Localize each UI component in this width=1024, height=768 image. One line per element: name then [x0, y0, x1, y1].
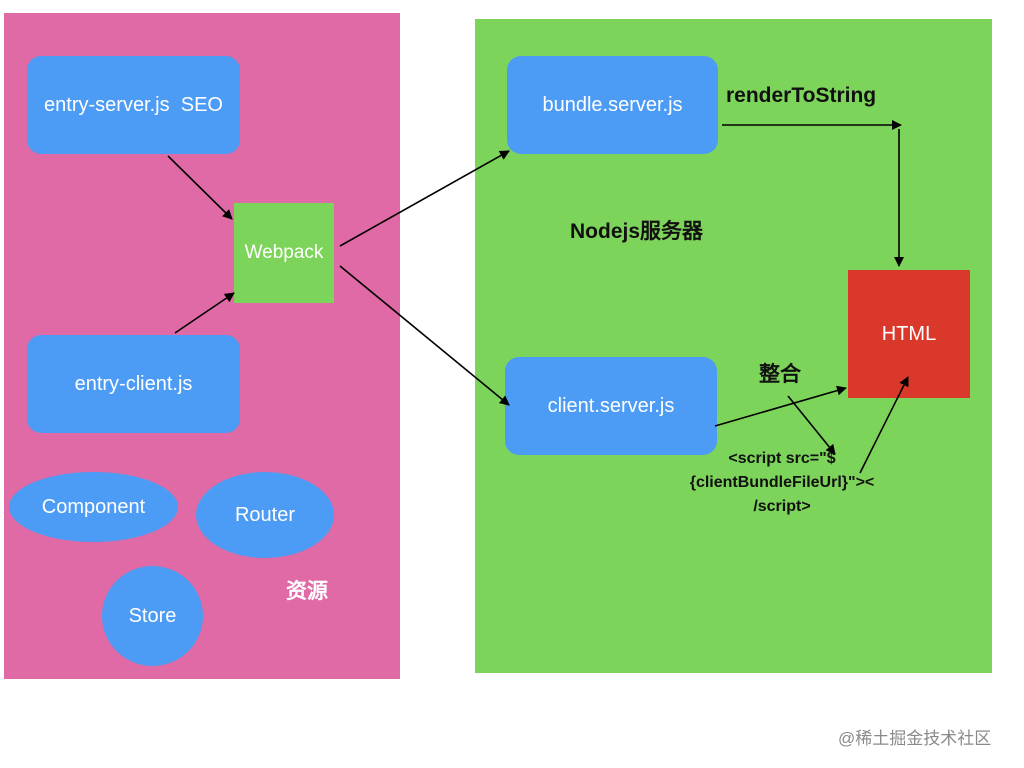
store-label: Store — [128, 604, 177, 627]
component-label: Component — [41, 495, 146, 518]
webpack-label: Webpack — [244, 242, 324, 263]
router-label: Router — [234, 503, 296, 526]
arrow-client-server-to-html — [714, 385, 847, 427]
component-node: Component — [9, 472, 178, 542]
script-tag-line: {clientBundleFileUrl}">< — [689, 474, 875, 491]
watermark: @稀土掘金技术社区 — [838, 729, 992, 748]
arrow-webpack-to-client-server — [339, 265, 510, 406]
script-tag-line: /script> — [753, 498, 811, 515]
bundle-server-label: bundle.server.js — [542, 93, 683, 116]
resources-label: 资源 — [286, 580, 328, 603]
arrow-integrate-to-script — [787, 395, 836, 455]
entry-client-label: entry-client.js — [74, 372, 193, 395]
arrow-script-to-html — [859, 376, 909, 474]
client-server-label: client.server.js — [547, 394, 675, 417]
render-to-string-label: renderToString — [726, 84, 877, 107]
script-tag-text: <script src="$ {clientBundleFileUrl}">< … — [662, 447, 902, 519]
entry-server-label: entry-server.js SEO — [44, 93, 223, 116]
integrate-label: 整合 — [759, 363, 801, 386]
arrow-entry-server-to-webpack — [167, 155, 233, 220]
html-label: HTML — [881, 322, 937, 345]
script-tag-line: <script src="$ — [728, 450, 836, 467]
arrow-entry-client-to-webpack — [174, 292, 235, 334]
entry-server-node: entry-server.js SEO — [27, 56, 240, 154]
entry-client-node: entry-client.js — [27, 335, 240, 433]
html-node: HTML — [848, 270, 970, 398]
store-node: Store — [102, 566, 203, 666]
client-server-node: client.server.js — [505, 357, 717, 455]
router-node: Router — [196, 472, 334, 558]
webpack-node: Webpack — [234, 203, 334, 303]
arrow-webpack-to-bundle-server — [339, 150, 510, 247]
bundle-server-node: bundle.server.js — [507, 56, 718, 154]
nodejs-server-label: Nodejs服务器 — [570, 220, 704, 243]
